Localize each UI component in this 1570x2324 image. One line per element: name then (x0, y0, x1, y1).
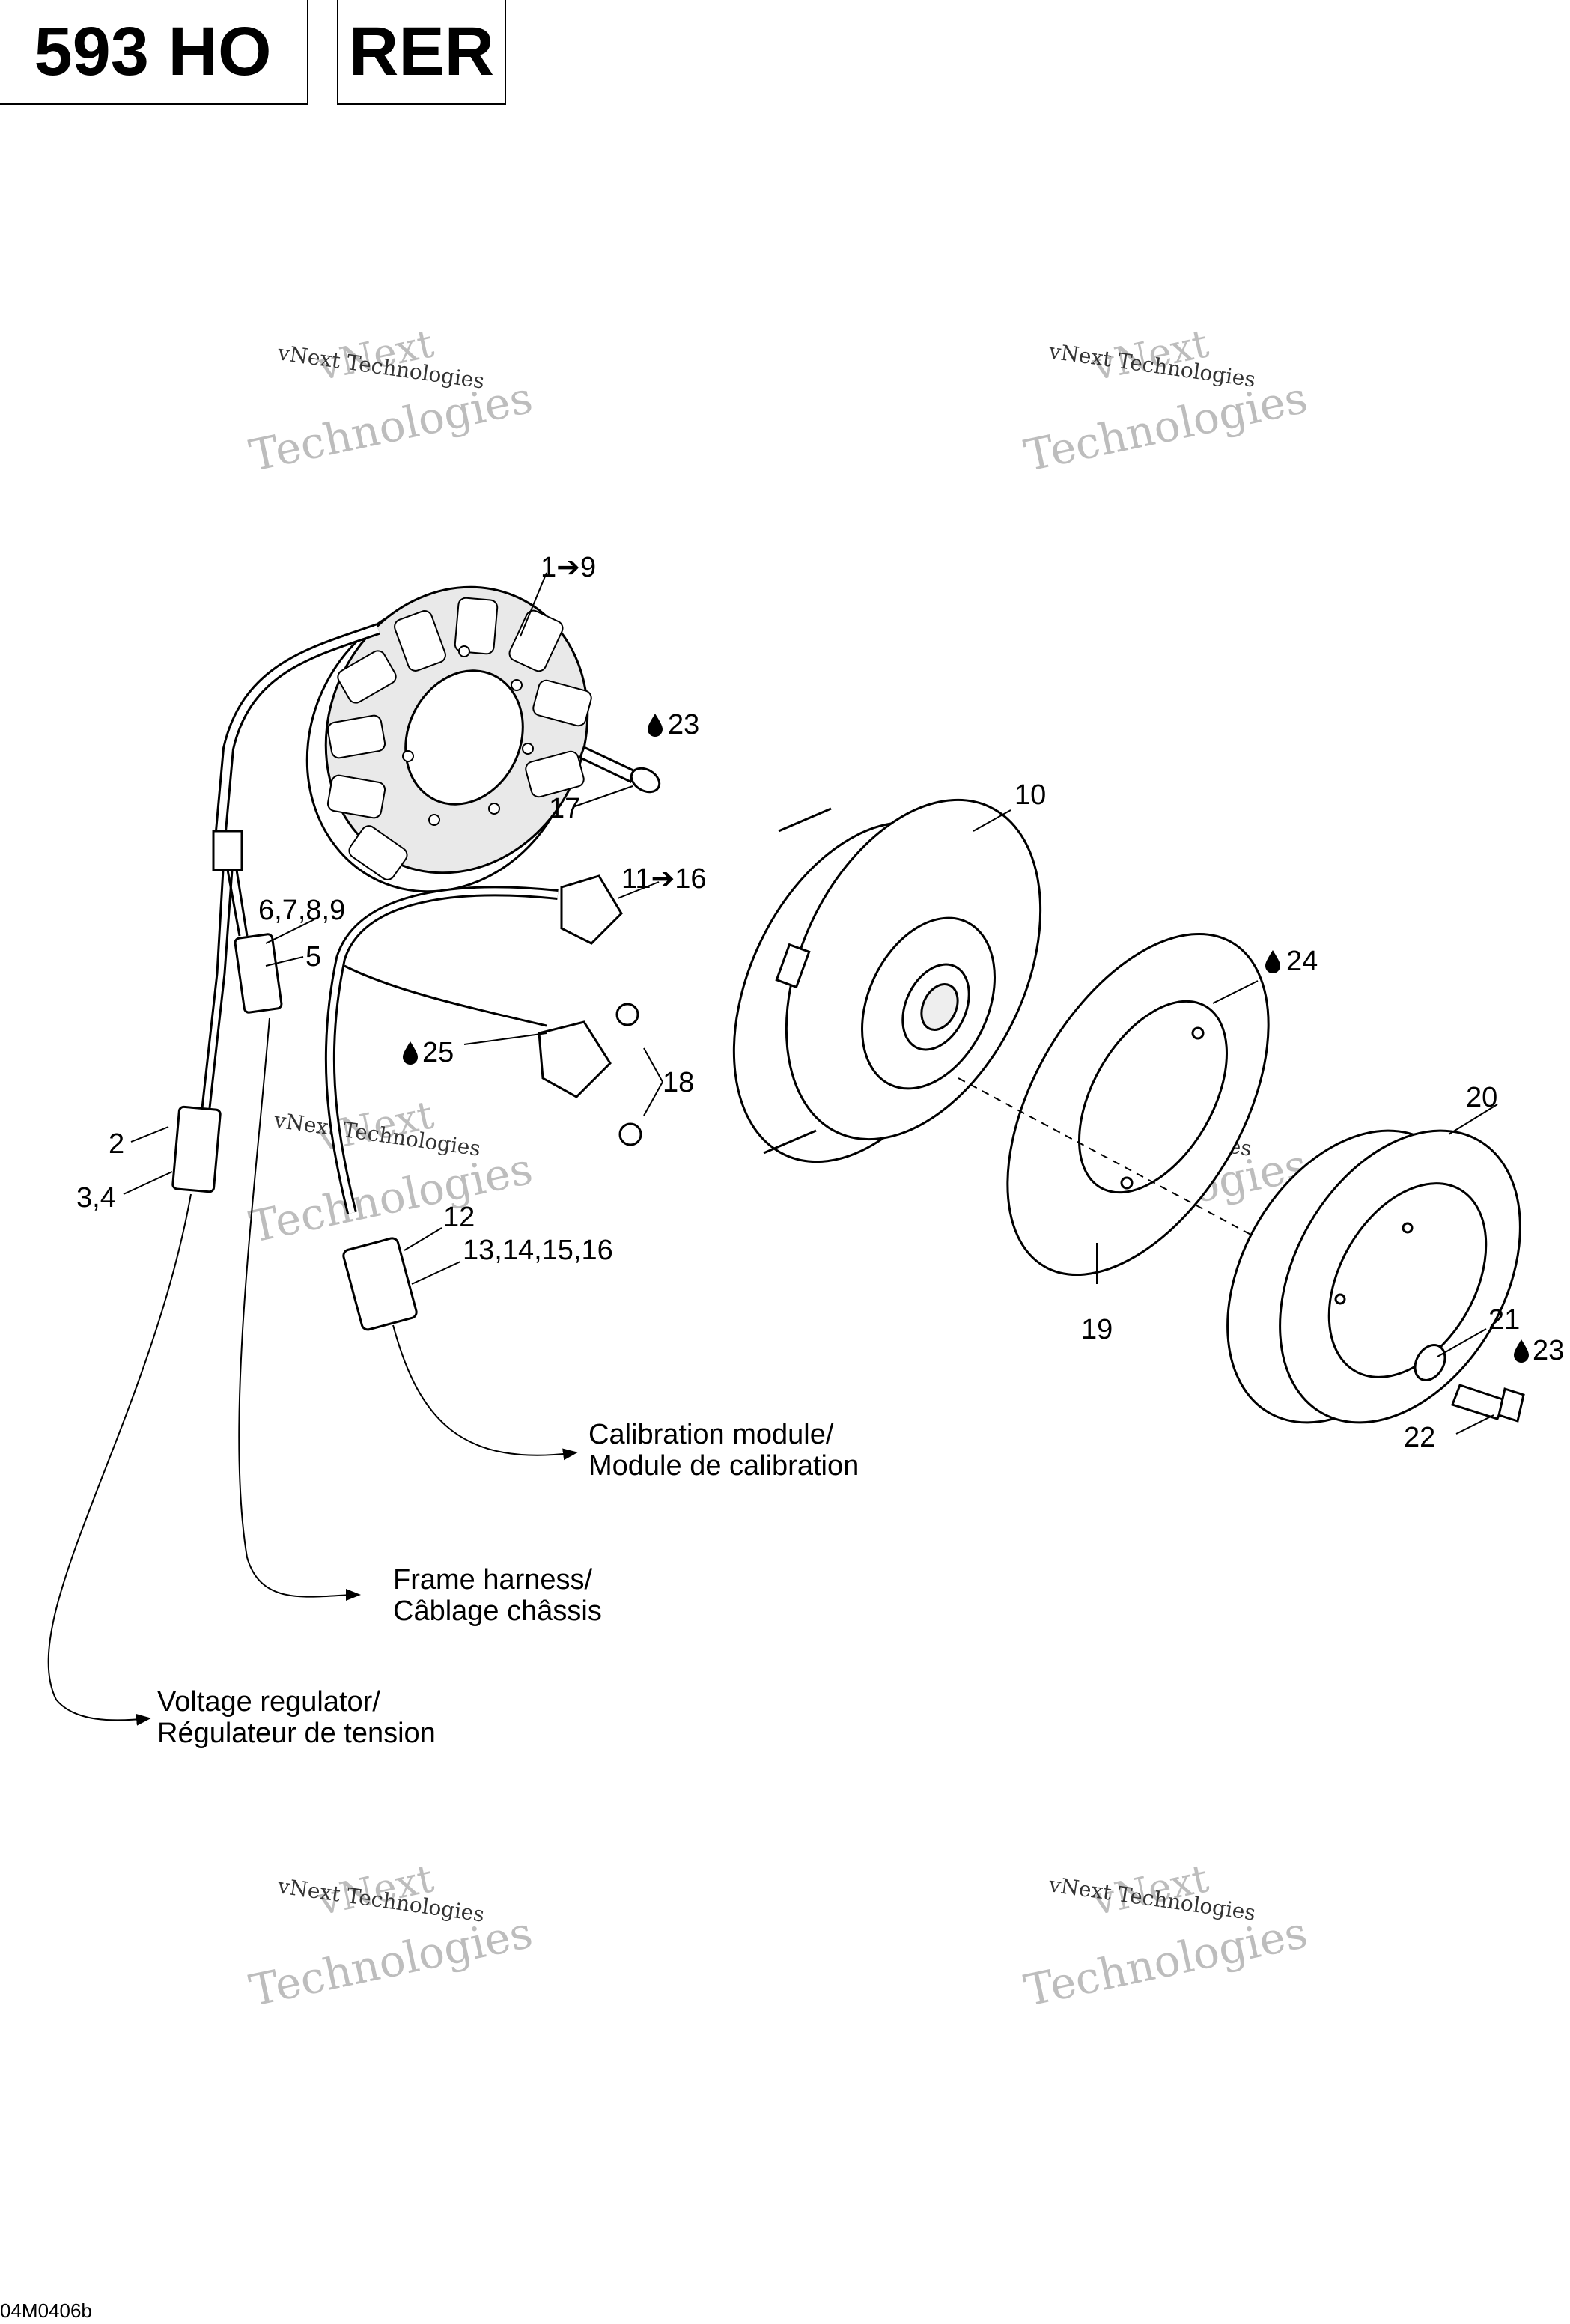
callout-6-7-8-9: 6,7,8,9 (258, 895, 345, 926)
variant-label: RER (337, 0, 506, 105)
callout-17: 17 (549, 793, 580, 824)
sensor-harness (324, 874, 642, 1461)
callout-5: 5 (305, 941, 321, 973)
callout-24: 24 (1286, 946, 1318, 977)
frame-harness-label-fr: Câblage châssis (393, 1596, 602, 1627)
callout-10: 10 (1014, 779, 1046, 811)
callout-1-9: 1➔9 (541, 552, 596, 583)
calibration-module-label: Calibration module/ (588, 1419, 834, 1450)
callout-23-b: 23 (1533, 1335, 1564, 1366)
voltage-regulator-label-fr: Régulateur de tension (157, 1718, 436, 1749)
watermark-bottom: Technologies (245, 372, 537, 481)
figure-reference: 04M0406b (0, 2299, 92, 2322)
watermark: vNext Technologies (245, 1856, 537, 2016)
watermark: vNext Technologies (245, 321, 537, 481)
callout-11-16: 11➔16 (621, 863, 707, 895)
callout-3-4: 3,4 (76, 1182, 116, 1214)
callout-22: 22 (1404, 1422, 1435, 1453)
callout-23: 23 (668, 709, 699, 740)
voltage-regulator-label: Voltage regulator/ (157, 1686, 380, 1718)
adhesive-drop-icon (1514, 1339, 1529, 1363)
callout-20: 20 (1466, 1082, 1497, 1113)
watermark: vNext Technologies (245, 1092, 537, 1253)
stator-harness (47, 623, 380, 1726)
frame-harness-label: Frame harness/ (393, 1564, 593, 1596)
adhesive-drop-icon (648, 714, 663, 737)
callout-12: 12 (443, 1202, 475, 1233)
watermark-bottom: Technologies (1020, 1907, 1312, 2016)
callout-13-14-15-16: 13,14,15,16 (463, 1235, 613, 1266)
starter-cup-drawing (1226, 1129, 1525, 1424)
watermark-bottom: Technologies (245, 1907, 537, 2016)
callout-25: 25 (422, 1037, 454, 1068)
watermark-bottom: Technologies (1020, 372, 1312, 481)
leader-lines (123, 572, 1498, 1435)
watermark: vNext Technologies (1020, 321, 1312, 481)
model-label: 593 HO (0, 0, 308, 105)
calibration-module-label-fr: Module de calibration (588, 1450, 859, 1482)
callout-19: 19 (1081, 1314, 1113, 1345)
adhesive-drop-icon (1265, 950, 1280, 973)
callout-18: 18 (663, 1067, 694, 1098)
stator-drawing (305, 585, 592, 893)
callout-2: 2 (109, 1128, 124, 1160)
screw-17-drawing (579, 745, 661, 794)
adhesive-drop-icon (403, 1041, 418, 1065)
watermark: vNext Technologies (1020, 1856, 1312, 2016)
trigger-wheel-drawing (958, 932, 1281, 1277)
callout-21: 21 (1488, 1304, 1520, 1336)
flywheel-drawing (732, 798, 1042, 1163)
